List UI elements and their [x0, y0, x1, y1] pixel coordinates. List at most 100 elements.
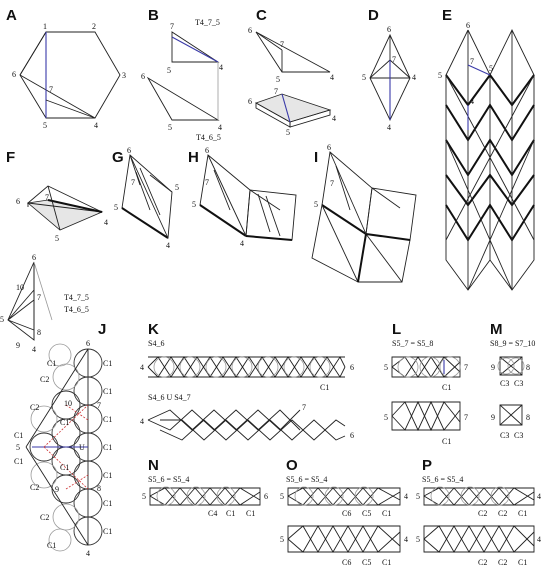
svg-text:7: 7: [45, 193, 49, 202]
svg-text:6: 6: [387, 25, 391, 34]
svg-text:C1: C1: [226, 509, 235, 518]
svg-text:6: 6: [86, 339, 90, 348]
panel-label-l: L: [392, 321, 401, 338]
svg-text:C4: C4: [208, 509, 217, 518]
panel-left-triangulation: 6 10 7 5 8 9 4 T4_7_5 T4_6_5: [0, 253, 89, 354]
svg-text:C1: C1: [60, 463, 69, 472]
svg-text:5: 5: [416, 535, 420, 544]
svg-text:7: 7: [97, 401, 101, 410]
svg-text:6: 6: [264, 492, 268, 501]
svg-text:C1: C1: [103, 499, 112, 508]
svg-text:6: 6: [127, 146, 131, 155]
svg-text:7: 7: [464, 413, 468, 422]
svg-text:C1: C1: [442, 383, 451, 392]
vertex-5: 5: [43, 121, 47, 130]
panel-p: P S5_6 = S5_4 5 4 C2 C2 C1 5 4 C2 C2 C1: [416, 457, 541, 567]
svg-text:9: 9: [55, 485, 59, 494]
svg-text:C1: C1: [103, 415, 112, 424]
svg-text:8: 8: [97, 484, 101, 493]
panel-g: G 6 5 5 4 7: [112, 146, 179, 250]
svg-text:4: 4: [470, 97, 474, 106]
svg-text:6: 6: [205, 146, 209, 155]
svg-text:C3: C3: [500, 379, 509, 388]
svg-text:7: 7: [464, 363, 468, 372]
svg-text:6: 6: [141, 72, 145, 81]
svg-text:C2: C2: [478, 558, 487, 567]
vertex-4: 4: [94, 121, 98, 130]
vertex-6: 6: [12, 70, 16, 79]
svg-text:4: 4: [166, 241, 170, 250]
svg-text:6: 6: [350, 431, 354, 440]
svg-text:C5: C5: [362, 558, 371, 567]
caption-m-top: S8_9 = S7_10: [490, 339, 535, 348]
panel-label-i: I: [314, 149, 318, 166]
svg-text:5: 5: [438, 71, 442, 80]
svg-text:5: 5: [192, 200, 196, 209]
panel-c: C 6 7 5 4 6 7 5 4: [248, 7, 336, 137]
svg-text:C1: C1: [14, 457, 23, 466]
svg-text:9: 9: [491, 363, 495, 372]
svg-text:7: 7: [302, 403, 306, 412]
svg-text:4: 4: [404, 492, 408, 501]
svg-text:5: 5: [286, 128, 290, 137]
svg-text:C2: C2: [30, 483, 39, 492]
svg-text:C1: C1: [103, 527, 112, 536]
svg-text:C6: C6: [342, 509, 351, 518]
panel-f: F 6 7 4 5: [6, 149, 108, 243]
svg-text:4: 4: [537, 492, 541, 501]
svg-text:4: 4: [240, 239, 244, 248]
svg-text:4: 4: [537, 535, 541, 544]
panel-a: A 1 2 3 4 5 6 7: [6, 7, 126, 130]
panel-label-o: O: [286, 457, 298, 474]
panel-d: D 6 5 4 4 7: [362, 7, 416, 132]
svg-text:4: 4: [332, 114, 336, 123]
panel-h: H 6 5 4 7: [188, 146, 297, 248]
panel-label-g: G: [112, 149, 124, 166]
svg-text:C3: C3: [514, 431, 523, 440]
svg-text:5: 5: [489, 64, 493, 73]
svg-text:5: 5: [276, 75, 280, 84]
caption-k-bottom: S4_6 U S4_7: [148, 393, 191, 402]
svg-text:7: 7: [470, 57, 474, 66]
svg-text:4: 4: [218, 123, 222, 132]
svg-text:4: 4: [32, 345, 36, 354]
svg-text:4: 4: [140, 363, 144, 372]
svg-text:6: 6: [32, 253, 36, 262]
svg-text:C1: C1: [47, 359, 56, 368]
svg-text:4: 4: [219, 63, 223, 72]
svg-text:C1: C1: [47, 541, 56, 550]
svg-text:7: 7: [131, 178, 135, 187]
svg-text:5: 5: [280, 535, 284, 544]
svg-text:10: 10: [16, 283, 24, 292]
svg-text:C1: C1: [382, 558, 391, 567]
svg-text:C1: C1: [518, 509, 527, 518]
svg-text:4: 4: [404, 535, 408, 544]
panel-label-p: P: [422, 457, 432, 474]
svg-text:U: U: [79, 443, 85, 452]
vertex-1: 1: [43, 22, 47, 31]
svg-text:C1: C1: [382, 509, 391, 518]
panel-n: N S5_6 = S5_4 5 6 C4 C1 C1: [142, 457, 268, 518]
svg-text:C5: C5: [362, 509, 371, 518]
svg-text:C2: C2: [40, 513, 49, 522]
svg-text:7: 7: [274, 87, 278, 96]
panel-label-e: E: [442, 7, 452, 24]
svg-text:10: 10: [64, 399, 72, 408]
panel-o: O S5_6 = S5_4 5 4 C6 C5 C1 5 4 C6 C5 C1: [280, 457, 408, 567]
svg-text:C3: C3: [500, 431, 509, 440]
svg-text:C1: C1: [14, 431, 23, 440]
svg-text:C2: C2: [478, 509, 487, 518]
svg-text:5: 5: [168, 123, 172, 132]
svg-text:C1: C1: [442, 437, 451, 446]
caption-t4-7-5: T4_7_5: [195, 18, 220, 27]
svg-text:C2: C2: [498, 509, 507, 518]
panel-label-h: H: [188, 149, 199, 166]
caption-p-top: S5_6 = S5_4: [422, 475, 463, 484]
svg-text:C3: C3: [514, 379, 523, 388]
svg-text:C1: C1: [518, 558, 527, 567]
svg-text:7: 7: [37, 293, 41, 302]
panel-e: E 6 5 7 5 4: [438, 7, 535, 291]
k-strip-top: [147, 356, 346, 378]
panel-label-k: K: [148, 321, 159, 338]
